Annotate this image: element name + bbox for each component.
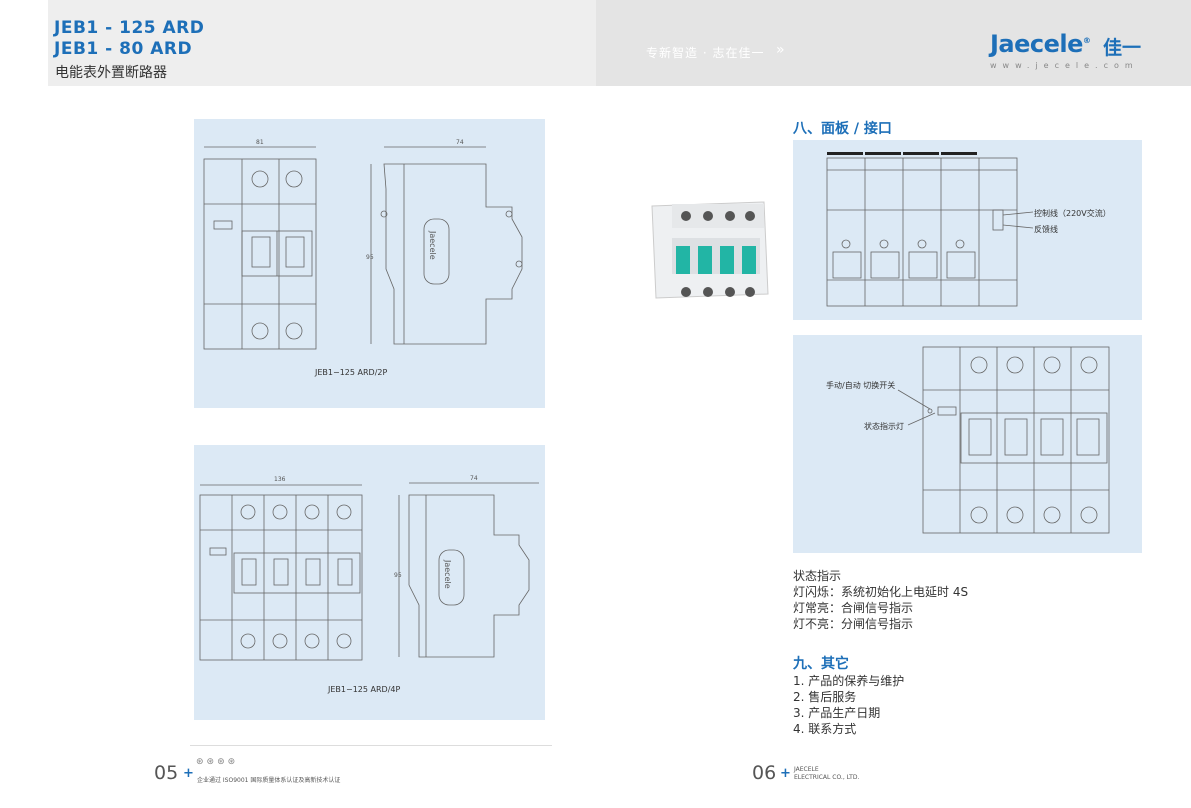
product-title-1: JEB1 - 125 ARD xyxy=(54,18,205,38)
website: www.jecele.com xyxy=(990,61,1139,70)
dim-depth-4p: 74 xyxy=(470,475,478,482)
panel-drawing-top xyxy=(793,140,1142,320)
logo-on-drawing-4p: Jaecele xyxy=(443,559,452,589)
label-switch: 手动/自动 切换开关 xyxy=(826,381,896,390)
cert-logos-icon: ⊛⊛⊛⊛ xyxy=(196,757,239,767)
chevron-right-icon: » xyxy=(776,42,785,58)
footer-divider xyxy=(190,745,552,746)
plus-icon-right: + xyxy=(780,766,791,781)
page-number-left: 05 xyxy=(154,762,179,784)
panel-drawing-bottom xyxy=(793,335,1142,553)
slogan: 专新智造 · 志在佳一 xyxy=(646,46,765,60)
label-control-line: 控制线（220V交流） xyxy=(1034,209,1111,218)
dim-depth-2p: 74 xyxy=(456,139,464,146)
dim-width-4p: 136 xyxy=(274,476,286,483)
plus-icon: + xyxy=(183,766,194,781)
drawing-panel-2p: 81 74 95 Jaecele xyxy=(194,119,545,408)
status-title: 状态指示 xyxy=(793,569,842,583)
header-right-band xyxy=(596,0,1191,86)
cert-text: 企业通过 ISO9001 国际质量体系认证及高新技术认证 xyxy=(197,777,341,784)
logo-on-drawing-2p: Jaecele xyxy=(428,230,437,260)
header-left-band xyxy=(48,0,596,86)
company-line-2: ELECTRICAL CO., LTD. xyxy=(794,774,860,781)
section9-title: 九、其它 xyxy=(793,656,849,672)
label-feedback-line: 反馈线 xyxy=(1034,225,1058,234)
page-number-right: 06 xyxy=(752,762,777,784)
other-item-2: 2. 售后服务 xyxy=(793,690,857,704)
status-line-2: 灯常亮：合闸信号指示 xyxy=(793,601,914,615)
status-line-3: 灯不亮：分闸信号指示 xyxy=(793,617,914,631)
caption-2p: JEB1−125 ARD/2P xyxy=(315,368,388,377)
brand-logo: Jaecele® xyxy=(990,30,1091,58)
brand-logo-cn: 佳一 xyxy=(1103,37,1142,59)
status-line-1: 灯闪烁：系统初始化上电延时 4S xyxy=(793,585,969,599)
drawing-2p: 81 74 95 Jaecele xyxy=(203,139,523,350)
drawing-panel-4p: 136 74 95 Jaecele xyxy=(194,445,545,720)
drawing-4p: 136 74 95 Jaecele xyxy=(199,475,539,661)
product-title-2: JEB1 - 80 ARD xyxy=(54,39,193,59)
dim-height-2p: 95 xyxy=(366,254,374,261)
product-photo xyxy=(651,201,769,299)
caption-4p: JEB1−125 ARD/4P xyxy=(328,685,401,694)
dim-width-2p: 81 xyxy=(256,139,264,146)
other-item-1: 1. 产品的保养与维护 xyxy=(793,674,905,688)
company-line-1: JAECELE xyxy=(794,766,819,773)
label-indicator: 状态指示灯 xyxy=(864,422,904,431)
other-item-3: 3. 产品生产日期 xyxy=(793,706,881,720)
dim-height-4p: 95 xyxy=(394,572,402,579)
section8-title: 八、面板 / 接口 xyxy=(793,121,892,137)
other-item-4: 4. 联系方式 xyxy=(793,722,857,736)
product-subtitle: 电能表外置断路器 xyxy=(55,65,167,81)
